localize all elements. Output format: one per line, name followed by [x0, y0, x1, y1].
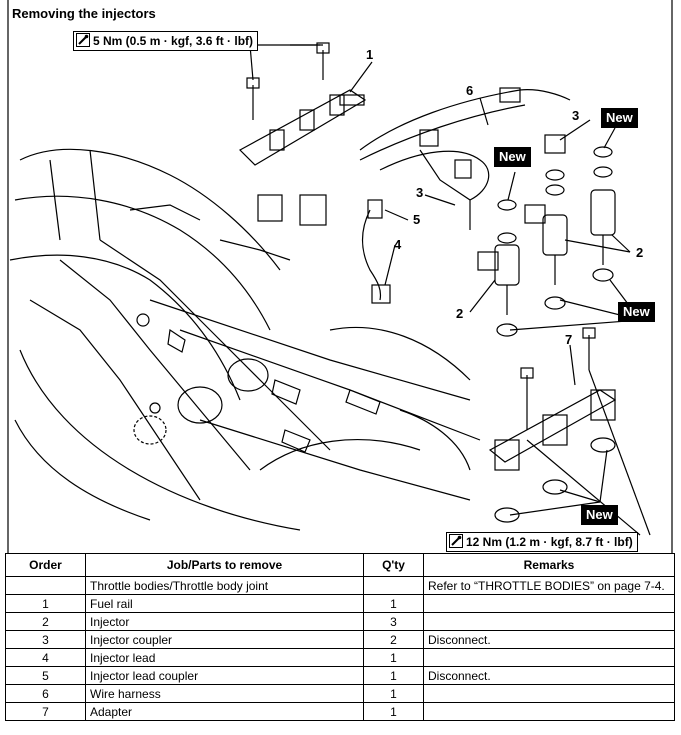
row-part: Fuel rail — [85, 594, 364, 613]
row-order — [5, 576, 86, 595]
row-qty: 1 — [363, 684, 424, 703]
row-order: 5 — [5, 666, 86, 685]
callout-2: 2 — [456, 306, 464, 321]
row-order: 7 — [5, 702, 86, 721]
row-order: 2 — [5, 612, 86, 631]
row-part: Injector lead — [85, 648, 364, 667]
new-badge: New — [601, 108, 638, 128]
row-remarks — [423, 648, 675, 667]
table-row: 2 Injector 3 — [5, 612, 675, 631]
row-order: 4 — [5, 648, 86, 667]
new-badge: New — [581, 505, 618, 525]
row-qty: 2 — [363, 630, 424, 649]
row-qty: 1 — [363, 594, 424, 613]
parts-table: Order Job/Parts to remove Q'ty Remarks T… — [5, 553, 675, 721]
row-remarks: Disconnect. — [423, 666, 675, 685]
row-qty: 1 — [363, 648, 424, 667]
table-row: 6 Wire harness 1 — [5, 684, 675, 703]
row-qty: 1 — [363, 702, 424, 721]
table-row: 3 Injector coupler 2 Disconnect. — [5, 630, 675, 649]
callout-5: 5 — [413, 212, 421, 227]
callout-3: 3 — [572, 108, 580, 123]
row-remarks — [423, 594, 675, 613]
row-part: Wire harness — [85, 684, 364, 703]
table-row: 1 Fuel rail 1 — [5, 594, 675, 613]
table-row: Throttle bodies/Throttle body joint Refe… — [5, 576, 675, 595]
row-part: Throttle bodies/Throttle body joint — [85, 576, 364, 595]
new-badge: New — [618, 302, 655, 322]
row-qty — [363, 576, 424, 595]
page-title: Removing the injectors — [12, 6, 156, 21]
table-header-row: Order Job/Parts to remove Q'ty Remarks — [5, 553, 675, 577]
row-remarks — [423, 684, 675, 703]
row-qty: 3 — [363, 612, 424, 631]
row-part: Injector coupler — [85, 630, 364, 649]
header-part: Job/Parts to remove — [85, 553, 364, 577]
callout-3: 3 — [416, 185, 424, 200]
torque-bottom-text: 12 Nm (1.2 m · kgf, 8.7 ft · lbf) — [466, 535, 633, 549]
torque-spec-top: 5 Nm (0.5 m · kgf, 3.6 ft · lbf) — [73, 31, 259, 51]
row-order: 1 — [5, 594, 86, 613]
row-order: 6 — [5, 684, 86, 703]
row-part: Adapter — [85, 702, 364, 721]
header-order: Order — [5, 553, 86, 577]
torque-wrench-icon — [76, 33, 90, 47]
row-part: Injector lead coupler — [85, 666, 364, 685]
row-part: Injector — [85, 612, 364, 631]
callout-4: 4 — [394, 237, 402, 252]
callout-6: 6 — [466, 83, 474, 98]
callout-1: 1 — [366, 47, 374, 62]
row-qty: 1 — [363, 666, 424, 685]
table-row: 4 Injector lead 1 — [5, 648, 675, 667]
header-remarks: Remarks — [423, 553, 675, 577]
row-remarks: Disconnect. — [423, 630, 675, 649]
torque-spec-bottom: 12 Nm (1.2 m · kgf, 8.7 ft · lbf) — [446, 532, 638, 552]
torque-top-text: 5 Nm (0.5 m · kgf, 3.6 ft · lbf) — [93, 34, 254, 48]
table-row: 7 Adapter 1 — [5, 702, 675, 721]
callout-2: 2 — [636, 245, 644, 260]
row-order: 3 — [5, 630, 86, 649]
row-remarks: Refer to “THROTTLE BODIES” on page 7-4. — [423, 576, 675, 595]
header-qty: Q'ty — [363, 553, 424, 577]
row-remarks — [423, 702, 675, 721]
table-row: 5 Injector lead coupler 1 Disconnect. — [5, 666, 675, 685]
callout-7: 7 — [565, 332, 573, 347]
injector-diagram — [7, 0, 673, 553]
new-badge: New — [494, 147, 531, 167]
torque-wrench-icon — [449, 534, 463, 548]
row-remarks — [423, 612, 675, 631]
